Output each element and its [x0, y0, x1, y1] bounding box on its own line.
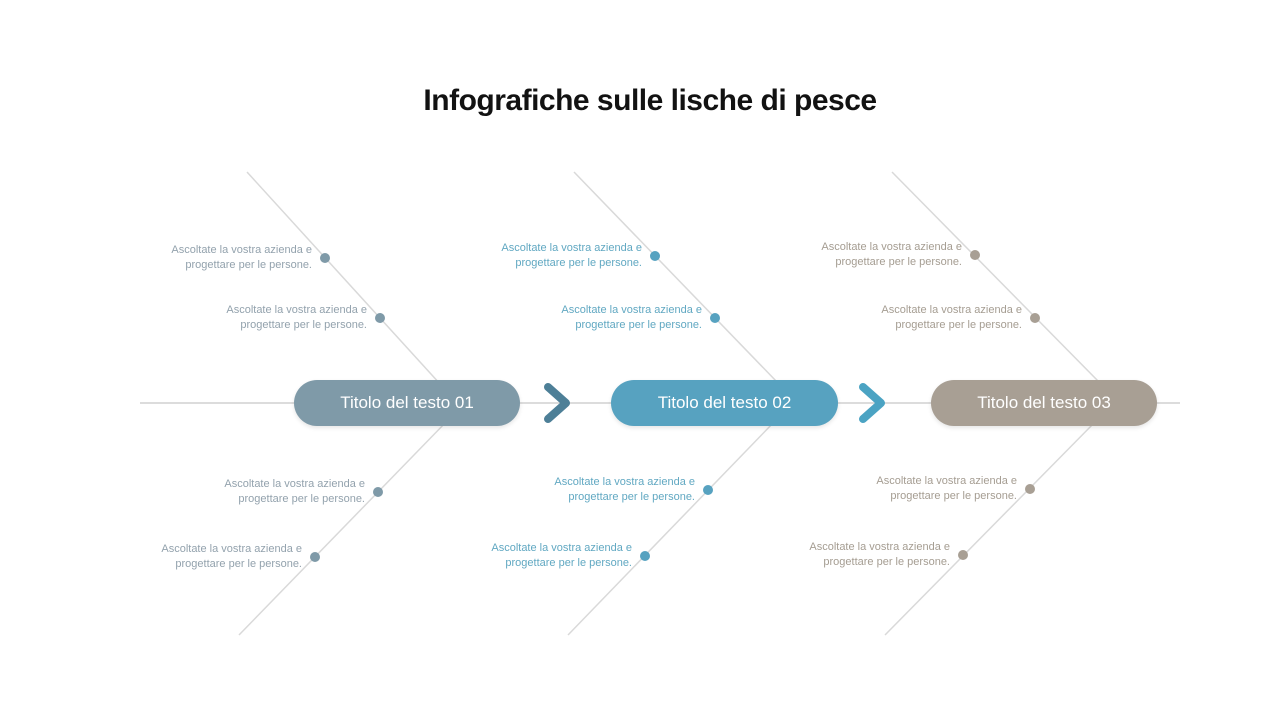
pill-title-03: Titolo del testo 03: [931, 380, 1157, 426]
page-title: Infografiche sulle lische di pesce: [423, 84, 877, 117]
note-dot-icon: [1025, 484, 1035, 494]
note-dot-icon: [375, 313, 385, 323]
note-dot-icon: [640, 551, 650, 561]
pill-title-01: Titolo del testo 01: [294, 380, 520, 426]
chevron-right-icon: [544, 383, 570, 423]
note-dot-icon: [703, 485, 713, 495]
note-dot-icon: [320, 253, 330, 263]
note-dot-icon: [1030, 313, 1040, 323]
pill-title-02: Titolo del testo 02: [611, 380, 838, 426]
note-dot-icon: [373, 487, 383, 497]
note-dot-icon: [650, 251, 660, 261]
note-dot-icon: [958, 550, 968, 560]
note-dot-icon: [310, 552, 320, 562]
chevron-right-icon: [859, 383, 885, 423]
note-dot-icon: [710, 313, 720, 323]
note-dot-icon: [970, 250, 980, 260]
